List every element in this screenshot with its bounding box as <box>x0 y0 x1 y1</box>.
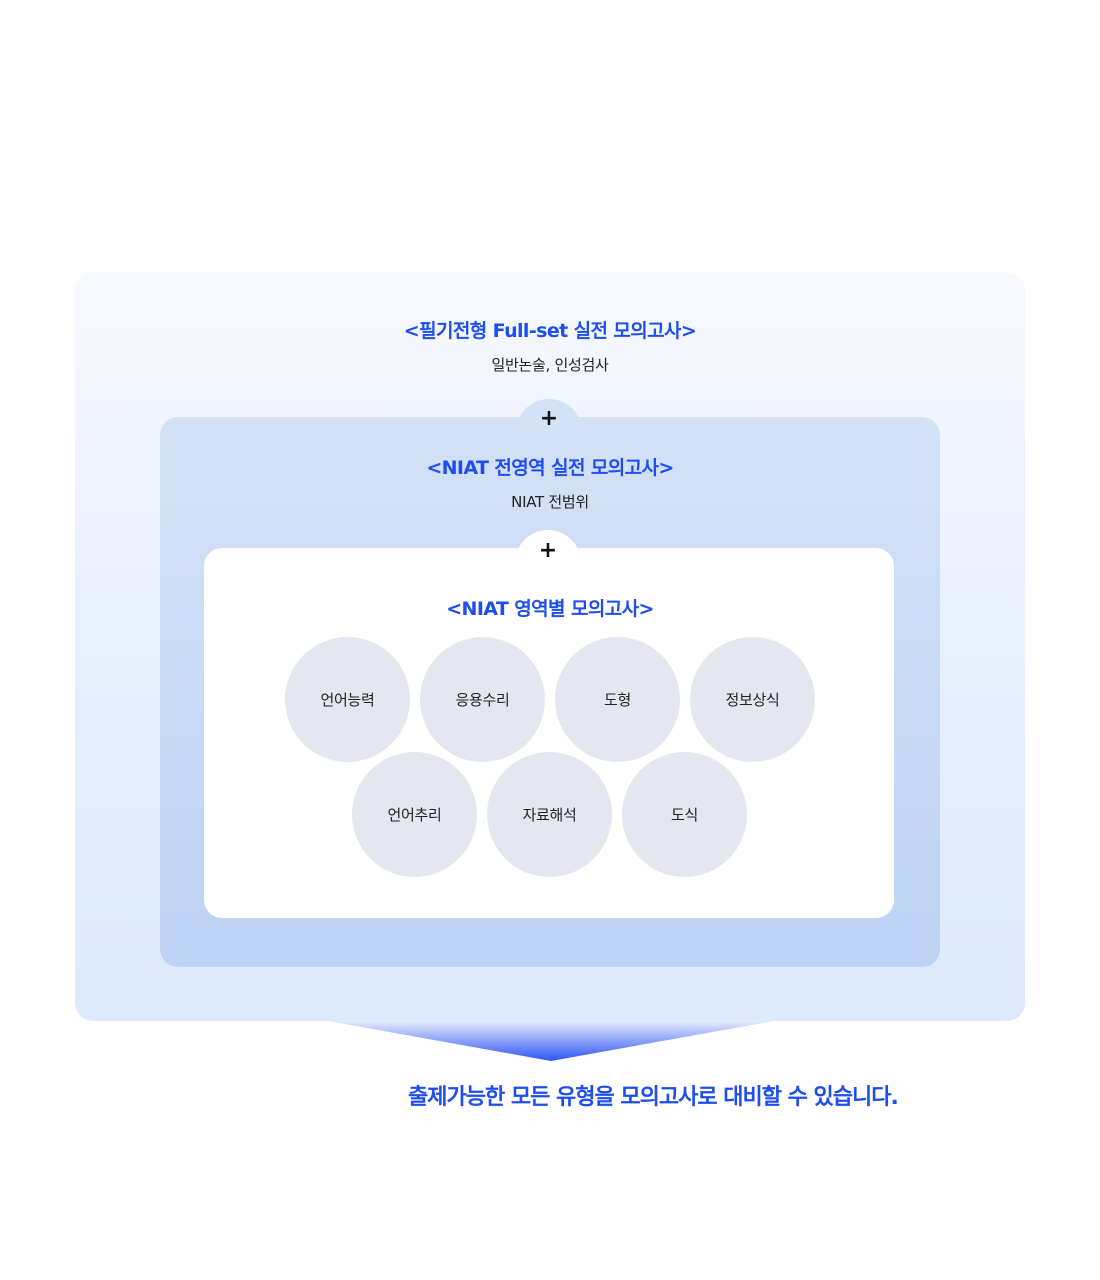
area-label: 응용수리 <box>455 691 510 709</box>
area-circle-language-ability: 언어능력 <box>285 637 410 762</box>
area-circle-figures: 도형 <box>555 637 680 762</box>
area-circle-language-reasoning: 언어추리 <box>352 752 477 877</box>
area-circle-diagrams: 도식 <box>622 752 747 877</box>
niat-area-title: <NIAT 영역별 모의고사> <box>446 598 654 620</box>
fullset-title: <필기전형 Full-set 실전 모의고사> <box>403 320 697 342</box>
area-circle-applied-math: 응용수리 <box>420 637 545 762</box>
niat-all-title: <NIAT 전영역 실전 모의고사> <box>426 457 674 479</box>
plus-icon-1: + <box>539 406 559 431</box>
area-label: 도형 <box>603 691 631 709</box>
plus-icon-2: + <box>538 538 558 563</box>
area-label: 도식 <box>670 806 698 824</box>
area-circle-data-interpretation: 자료해석 <box>487 752 612 877</box>
conclusion-text: 출제가능한 모든 유형을 모의고사로 대비할 수 있습니다. <box>408 1085 899 1110</box>
area-label: 언어추리 <box>387 806 442 824</box>
area-label: 자료해석 <box>522 806 577 824</box>
funnel-arrow-icon <box>328 1021 774 1061</box>
area-label: 정보상식 <box>725 691 780 709</box>
area-label: 언어능력 <box>320 691 375 709</box>
niat-all-subtitle: NIAT 전범위 <box>511 493 589 511</box>
area-circle-information: 정보상식 <box>690 637 815 762</box>
fullset-subtitle: 일반논술, 인성검사 <box>491 356 609 374</box>
